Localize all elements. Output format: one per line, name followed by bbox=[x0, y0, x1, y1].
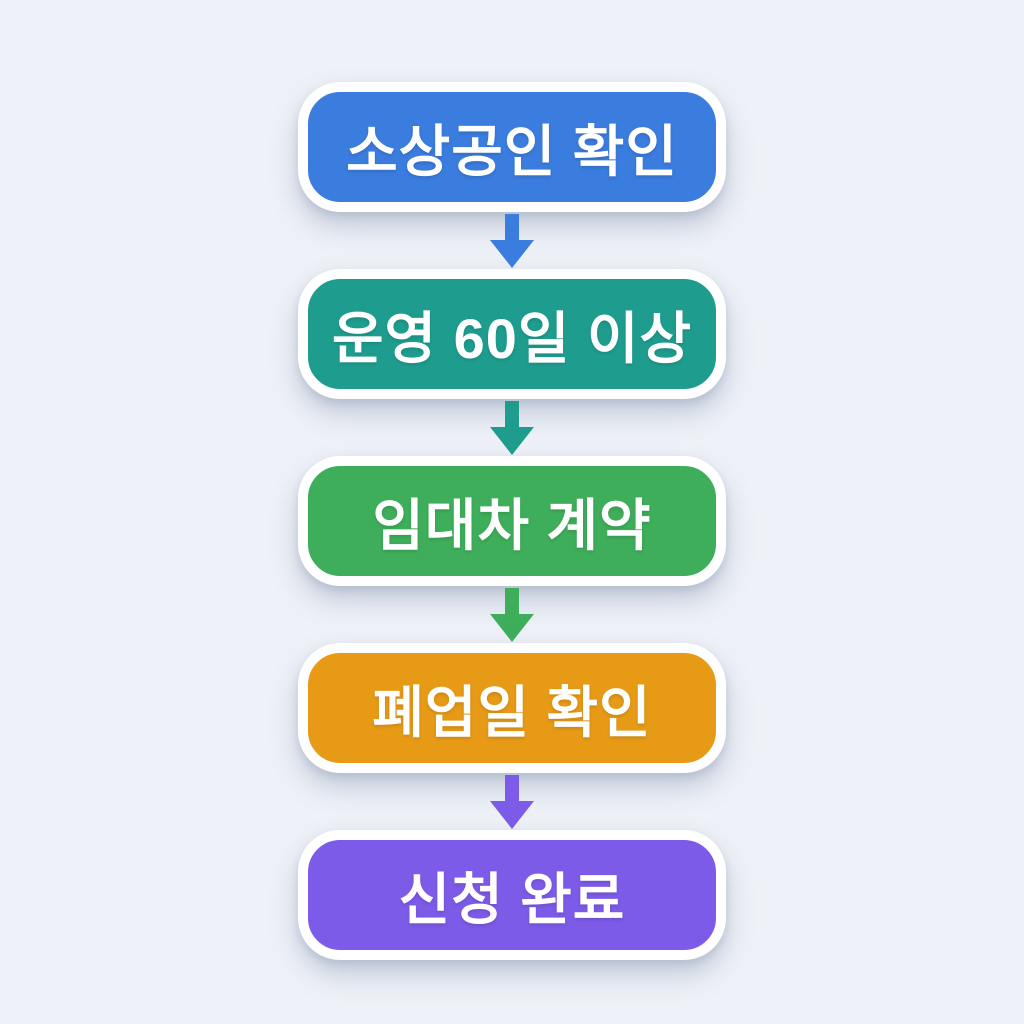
flow-connector bbox=[489, 399, 535, 456]
step-box-small-business-check: 소상공인 확인 bbox=[298, 82, 726, 212]
process-flow: 소상공인 확인 운영 60일 이상 임대차 계약 폐업일 확인 bbox=[0, 82, 1024, 960]
down-arrow-icon bbox=[490, 213, 534, 268]
down-arrow-icon bbox=[490, 587, 534, 642]
flow-connector bbox=[489, 773, 535, 830]
step-label: 운영 60일 이상 bbox=[331, 306, 692, 370]
step-box-lease-contract: 임대차 계약 bbox=[298, 456, 726, 586]
step-label: 폐업일 확인 bbox=[372, 680, 652, 744]
step-box-application-complete: 신청 완료 bbox=[298, 830, 726, 960]
down-arrow-icon bbox=[490, 774, 534, 829]
step-box-closure-date-check: 폐업일 확인 bbox=[298, 643, 726, 773]
flow-connector bbox=[489, 212, 535, 269]
down-arrow-icon bbox=[490, 400, 534, 455]
step-box-operating-60-days: 운영 60일 이상 bbox=[298, 269, 726, 399]
down-arrow-shape bbox=[490, 774, 534, 829]
step-label: 임대차 계약 bbox=[372, 493, 652, 557]
step-label: 신청 완료 bbox=[398, 867, 626, 931]
down-arrow-shape bbox=[490, 213, 534, 268]
flow-connector bbox=[489, 586, 535, 643]
step-label: 소상공인 확인 bbox=[346, 119, 678, 183]
down-arrow-shape bbox=[490, 400, 534, 455]
down-arrow-shape bbox=[490, 587, 534, 642]
